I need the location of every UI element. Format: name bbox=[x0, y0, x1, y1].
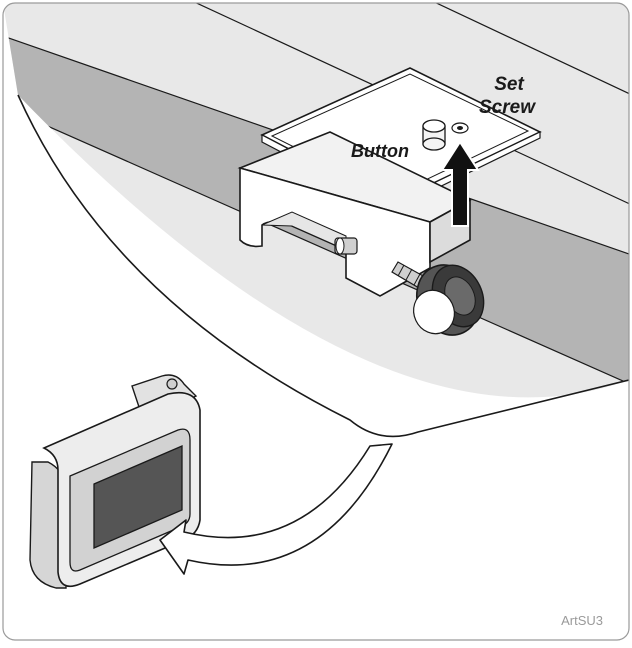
button-component bbox=[422, 119, 446, 151]
figure-frame bbox=[2, 2, 630, 641]
clamp-pin bbox=[334, 237, 358, 255]
device-screen bbox=[93, 445, 183, 549]
thumb-knob bbox=[413, 264, 485, 336]
magnifier-outline bbox=[17, 94, 629, 438]
art-code-label: ArtSU3 bbox=[561, 613, 603, 628]
surface-line-2 bbox=[429, 3, 629, 96]
set-screw-component bbox=[451, 122, 469, 134]
handheld-device bbox=[29, 374, 201, 589]
set-screw-label-line1: Set bbox=[494, 74, 524, 95]
curved-arrow-icon bbox=[159, 443, 393, 575]
clamp-body bbox=[237, 131, 472, 297]
button-label: Button bbox=[351, 141, 409, 161]
device-button bbox=[166, 378, 178, 390]
up-arrow-icon bbox=[440, 140, 480, 227]
set-screw-label-line2: Screw bbox=[479, 97, 536, 118]
